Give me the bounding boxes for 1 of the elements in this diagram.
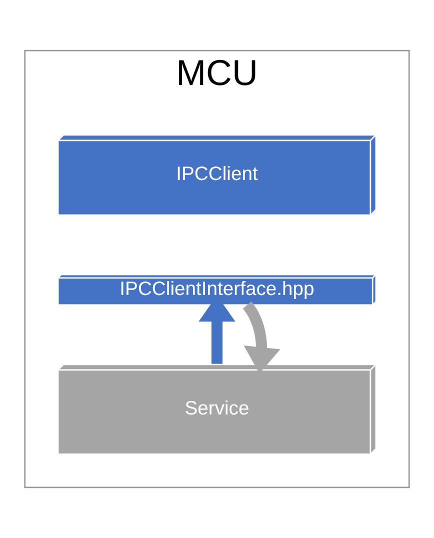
arrow — [242, 302, 280, 374]
